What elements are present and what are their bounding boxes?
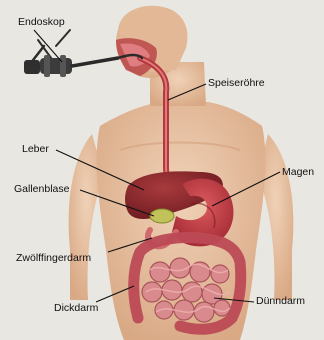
label-leber: Leber xyxy=(22,143,49,155)
label-duenndarm: Dünndarm xyxy=(256,295,305,307)
label-zwoelffingerdarm: Zwölffingerdarm xyxy=(16,252,91,264)
label-speiseroehre: Speiseröhre xyxy=(208,77,265,89)
label-magen: Magen xyxy=(282,166,314,178)
label-dickdarm: Dickdarm xyxy=(54,302,98,314)
label-gallenblase: Gallenblase xyxy=(14,183,69,195)
label-endoskop: Endoskop xyxy=(18,16,65,28)
